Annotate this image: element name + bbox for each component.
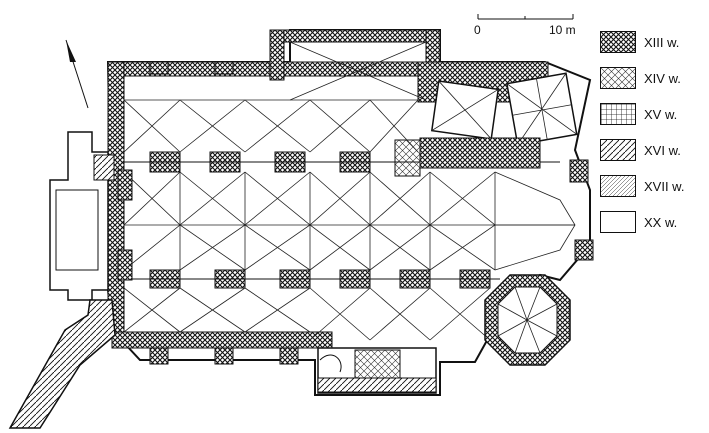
legend-item-xv: XV w. [600,100,705,128]
legend-label: XIV w. [644,70,681,86]
swatch-xvii [600,175,636,197]
south-aisle-vaults [123,287,491,341]
legend-item-xvii: XVII w. [600,172,705,200]
north-arcade [124,139,560,177]
nave-vaults [123,171,576,271]
church-outline [8,29,594,429]
north-east-chapels [419,72,578,169]
scale-bar: 0 10 m [474,14,576,37]
legend-label: XVI w. [644,142,681,158]
buttresses [117,61,594,365]
legend-label: XV w. [644,106,678,122]
scale-end-label: 10 m [549,23,576,37]
south-west-ramp [8,299,116,429]
west-annex [49,131,115,301]
legend-label: XX w. [644,214,678,230]
swatch-xvi [600,139,636,161]
south-wall [111,331,333,349]
north-aisle-vaults [123,41,427,153]
legend-label: XVII w. [644,178,685,194]
legend-item-xiv: XIV w. [600,64,705,92]
swatch-xiii [600,31,636,53]
octagonal-chapel [484,274,571,366]
south-arcade [124,269,500,289]
legend-label: XIII w. [644,34,680,50]
swatch-xv [600,103,636,125]
period-legend: XIII w. XIV w. XV w. XVI w. XVII w. XX w… [600,28,705,244]
scale-start-label: 0 [474,23,481,37]
legend-item-xx: XX w. [600,208,705,236]
legend-item-xvi: XVI w. [600,136,705,164]
south-porch [317,347,437,394]
swatch-xiv [600,67,636,89]
north-arrow-icon [65,39,89,109]
legend-item-xiii: XIII w. [600,28,705,56]
swatch-xx [600,211,636,233]
